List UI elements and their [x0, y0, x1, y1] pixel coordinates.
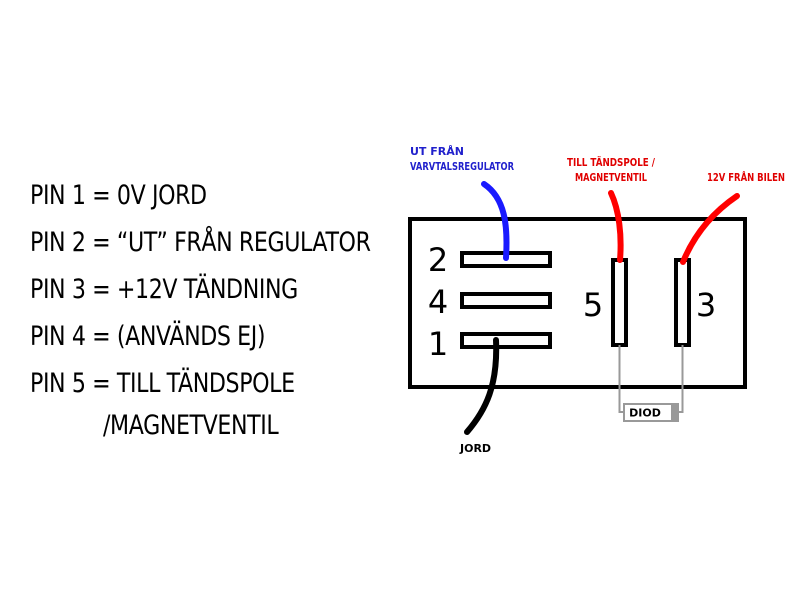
black-wire [464, 337, 500, 435]
pin-5-terminal [611, 258, 628, 347]
legend-pin1: PIN 1 = 0V JORD [30, 180, 207, 211]
legend-pin3: PIN 3 = +12V TÄNDNING [30, 274, 298, 305]
diode-lead-left [618, 345, 624, 413]
red-wire-pin3-label: 12V FRÅN BILEN [707, 171, 785, 184]
pin-number-4: 4 [428, 283, 448, 321]
pin-legend: PIN 1 = 0V JORD PIN 2 = “UT” FRÅN REGULA… [30, 176, 371, 451]
legend-pin2: PIN 2 = “UT” FRÅN REGULATOR [30, 227, 371, 258]
pin-number-2: 2 [428, 241, 448, 279]
pin-1-terminal [460, 332, 552, 349]
pin-number-5: 5 [583, 286, 603, 324]
blue-wire [481, 181, 510, 261]
legend-pin5: PIN 5 = TILL TÄNDSPOLE [30, 368, 295, 399]
red-wire-pin5-label-line2: MAGNETVENTIL [575, 171, 647, 184]
legend-pin4: PIN 4 = (ANVÄNDS EJ) [30, 321, 266, 352]
pin-3-terminal [674, 258, 691, 347]
red-wire-pin5-label-line1: TILL TÄNDSPOLE / [567, 155, 656, 169]
diode-label: DIOD [629, 407, 661, 420]
blue-wire-label-line1: UT FRÅN [410, 145, 464, 158]
diode-cathode-band [671, 404, 678, 421]
pin-number-3: 3 [696, 286, 716, 324]
red-wire-pin3 [680, 193, 740, 265]
blue-wire-label-line2: VARVTALSREGULATOR [410, 160, 514, 173]
red-wire-pin5 [608, 190, 624, 263]
black-wire-label: JORD [459, 442, 491, 455]
pin-number-1: 1 [428, 325, 448, 363]
diode-lead-right [678, 345, 684, 413]
legend-pin5-continued: /MAGNETVENTIL [102, 410, 279, 441]
pin-4-terminal [460, 292, 552, 309]
